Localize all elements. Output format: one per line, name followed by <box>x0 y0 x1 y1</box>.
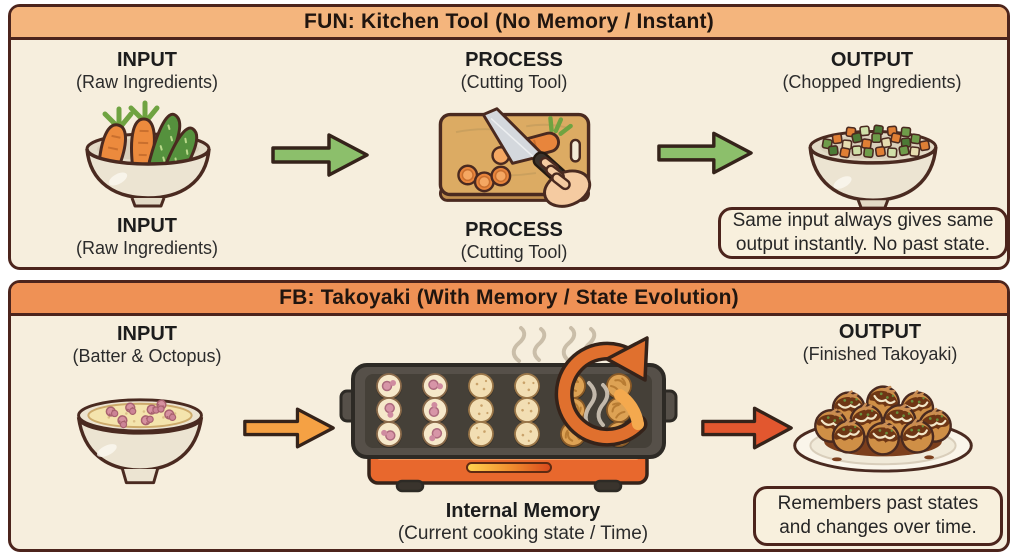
flow-arrow-red-icon <box>701 406 793 450</box>
fb-output-label: OUTPUT (Finished Takoyaki) <box>802 321 958 365</box>
fb-note: Remembers past states and changes over t… <box>753 486 1003 546</box>
fb-input-label: INPUT (Batter & Octopus) <box>72 323 222 367</box>
fun-process-label-bottom: PROCESS (Cutting Tool) <box>460 219 568 263</box>
fun-input-label-bottom: INPUT (Raw Ingredients) <box>75 215 219 259</box>
flow-arrow-green-1-icon <box>271 133 369 177</box>
cutting-board-icon <box>438 107 592 208</box>
feedback-loop-arrow-icon <box>554 336 649 447</box>
chopped-ingredients-bowl-icon <box>808 124 938 210</box>
raw-ingredients-bowl-icon <box>85 93 211 208</box>
finished-takoyaki-plate-icon <box>793 380 973 473</box>
fun-process-label-top: PROCESS (Cutting Tool) <box>460 49 568 93</box>
panel-fun-title: FUN: Kitchen Tool (No Memory / Instant) <box>11 7 1007 40</box>
batter-octopus-bowl-icon <box>76 398 204 485</box>
fun-input-label-top: INPUT (Raw Ingredients) <box>75 49 219 93</box>
panel-fb-title: FB: Takoyaki (With Memory / State Evolut… <box>11 283 1007 316</box>
panel-fun: FUN: Kitchen Tool (No Memory / Instant) … <box>8 4 1010 270</box>
fun-output-label: OUTPUT (Chopped Ingredients) <box>782 49 962 93</box>
panel-fb: FB: Takoyaki (With Memory / State Evolut… <box>8 280 1010 552</box>
flow-arrow-green-2-icon <box>657 131 753 175</box>
flow-arrow-orange-icon <box>243 407 335 449</box>
fb-memory-label: Internal Memory (Current cooking state /… <box>397 500 649 545</box>
fun-note: Same input always gives same output inst… <box>718 207 1008 259</box>
